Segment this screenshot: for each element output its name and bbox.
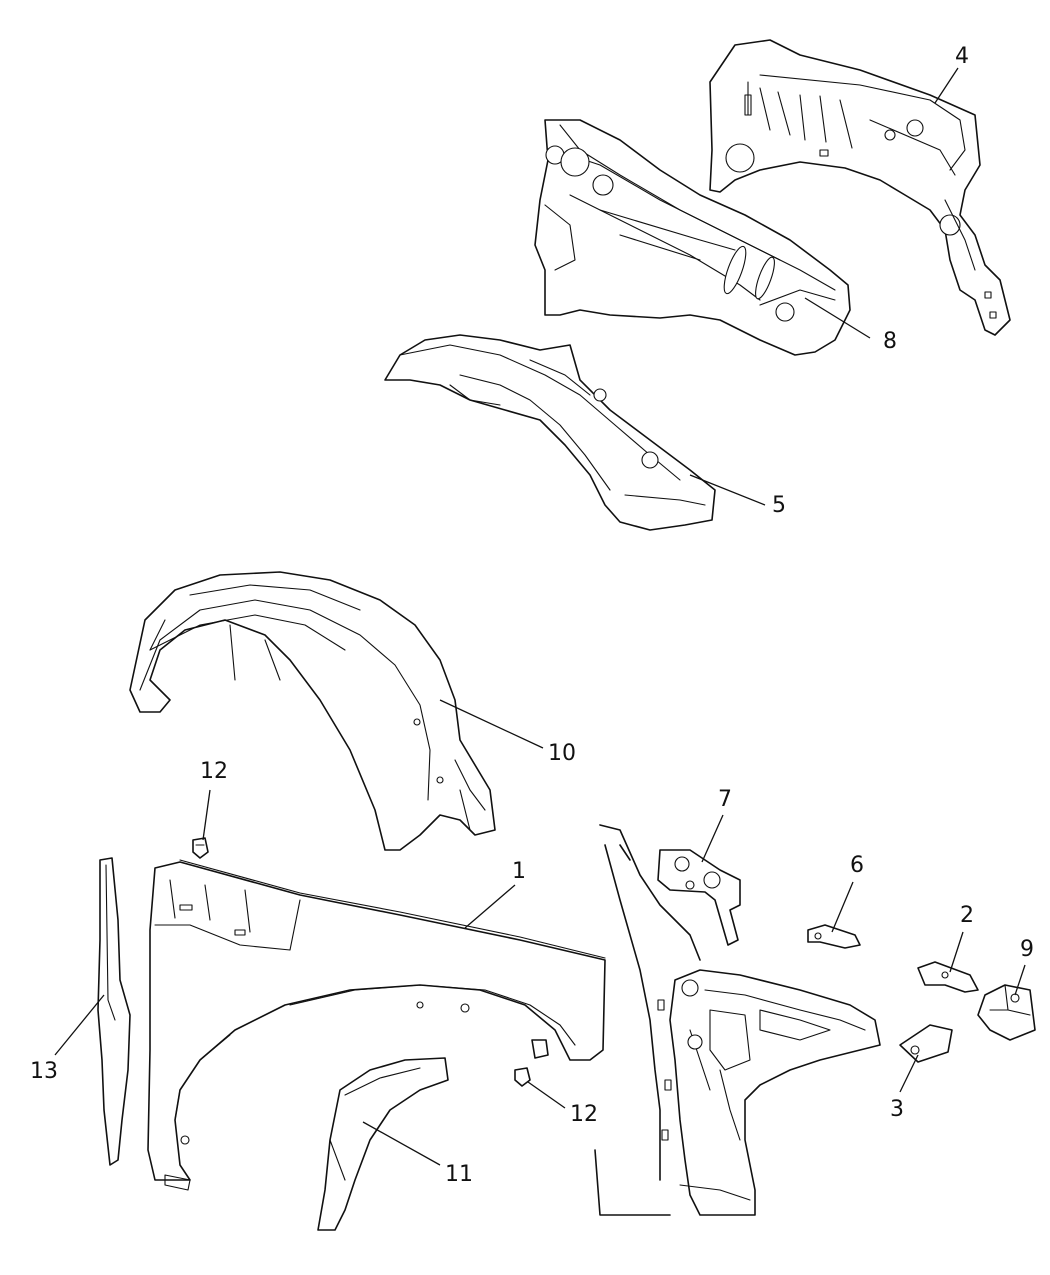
callout-9: 9: [1020, 937, 1034, 962]
part-1-front-fender: [147, 859, 606, 1191]
part-7-bracket: [657, 849, 741, 946]
callout-11: 11: [445, 1162, 473, 1187]
leader-3: [899, 1054, 919, 1093]
leader-4: [934, 67, 959, 104]
callout-6: 6: [850, 853, 864, 878]
leader-12a: [202, 789, 211, 841]
leader-lines: [54, 67, 1026, 1166]
leader-8: [804, 297, 871, 339]
leader-7: [701, 814, 724, 863]
part-10-wheelhouse-liner: [129, 571, 496, 851]
leader-5: [689, 474, 766, 506]
part-2-bracket: [917, 961, 979, 993]
callout-12-lower: 12: [570, 1102, 598, 1127]
callout-13: 13: [30, 1059, 58, 1084]
part-9-block: [977, 984, 1036, 1041]
part-5-shock-tower-apron: [384, 334, 716, 531]
callout-3: 3: [890, 1097, 904, 1122]
callout-12-upper: 12: [200, 759, 228, 784]
leader-11: [362, 1121, 441, 1166]
part-3-plate: [899, 1024, 953, 1063]
leader-1: [464, 884, 516, 929]
callout-10: 10: [548, 741, 576, 766]
callout-1: 1: [512, 859, 526, 884]
callout-8: 8: [883, 329, 897, 354]
callouts: 4 8 5 10 12 1 7 6 2 9 3 12 11 13: [30, 44, 1034, 1187]
part-8-dash-panel: [534, 119, 851, 356]
part-11-wheel-flare: [317, 1057, 449, 1231]
leader-2: [949, 931, 964, 973]
leader-12b: [527, 1081, 566, 1109]
callout-7: 7: [718, 787, 732, 812]
callout-5: 5: [772, 493, 786, 518]
part-13-seal-strip: [97, 857, 131, 1166]
body-structure: [594, 824, 881, 1216]
part-12-fastener-upper: [192, 837, 209, 859]
part-12-fastener-lower: [514, 1039, 549, 1087]
callout-2: 2: [960, 903, 974, 928]
leader-6: [831, 881, 854, 933]
leader-9: [1014, 964, 1026, 996]
part-6-bracket: [807, 924, 861, 949]
leader-13: [54, 994, 105, 1056]
leader-10: [439, 699, 544, 749]
callout-4: 4: [955, 44, 969, 69]
